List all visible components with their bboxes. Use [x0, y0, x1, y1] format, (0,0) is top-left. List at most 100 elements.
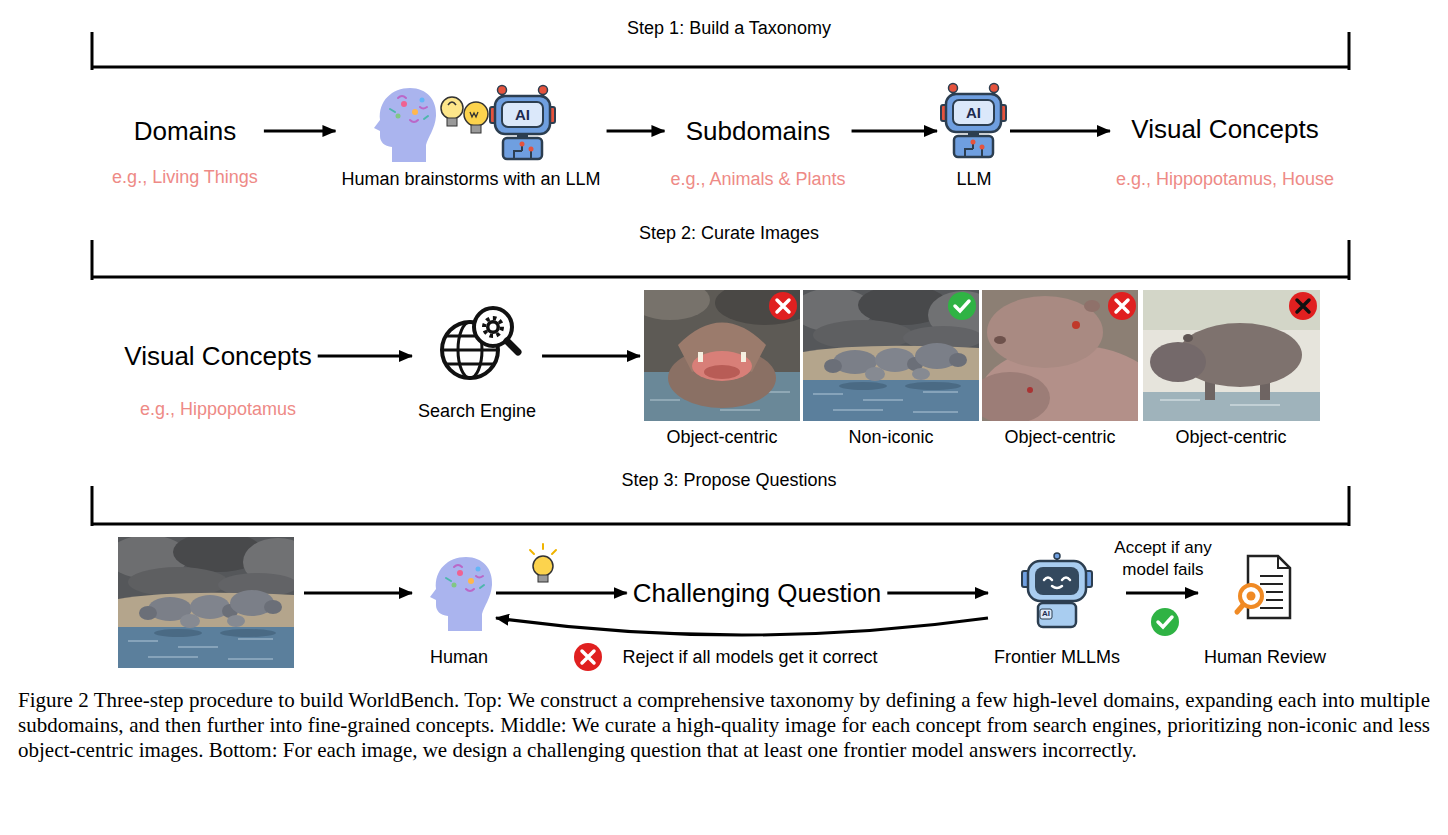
step-title: Step 1: Build a Taxonomy	[627, 17, 831, 39]
illustration-part	[987, 296, 1103, 368]
illustration-part	[948, 292, 976, 320]
node-title: Visual Concepts	[1131, 113, 1318, 146]
illustration-part	[484, 318, 502, 336]
node-subtitle: e.g., Animals & Plants	[670, 168, 845, 191]
node-title: Human Review	[1204, 646, 1326, 669]
step-bracket	[92, 32, 1349, 526]
brainstorm-icon	[374, 86, 555, 163]
illustration-part	[1289, 292, 1317, 320]
flow-arrow	[496, 618, 988, 635]
illustration-part	[1035, 567, 1079, 595]
flow-arrow	[1010, 130, 1110, 133]
illustration-part	[1028, 561, 1086, 601]
illustration-part	[486, 320, 500, 334]
illustration-part	[1038, 603, 1076, 627]
node-title: Visual Concepts	[124, 340, 311, 373]
illustration-part	[374, 88, 436, 162]
accept-mark	[948, 292, 976, 320]
illustration-part	[448, 102, 456, 105]
step-title: Step 3: Propose Questions	[621, 469, 836, 491]
illustration-part	[91, 486, 94, 526]
node-group: Search Engine	[416, 303, 538, 423]
illustration-part	[92, 66, 1349, 69]
node-group: Visual Concepts e.g., Hippopotamus	[122, 340, 313, 421]
llm-robot-icon	[941, 84, 1006, 158]
node-subtitle: e.g., Hippopotamus	[140, 398, 296, 421]
node-group: Domainse.g., Living Things	[110, 115, 260, 189]
hippo-photo	[1143, 290, 1320, 421]
hippo-photo	[982, 290, 1138, 421]
illustration-part	[91, 240, 94, 280]
illustration-part	[1054, 553, 1060, 559]
icon-text: AI	[966, 104, 981, 122]
accept-mark	[1151, 608, 1179, 636]
illustration-part	[1240, 585, 1262, 607]
human-icon	[430, 557, 492, 631]
idea-bulb	[530, 544, 556, 582]
flow-arrow	[496, 592, 627, 595]
search-engine-icon	[442, 308, 518, 378]
illustration-part	[948, 292, 976, 320]
node-title: Domains	[134, 115, 237, 148]
illustration-part	[1040, 609, 1052, 619]
node-title: Frontier MLLMs	[994, 646, 1120, 669]
reject-mark	[1108, 292, 1136, 320]
illustration-part	[1289, 292, 1317, 320]
illustration-part	[1160, 400, 1280, 405]
flow-arrow	[318, 355, 412, 358]
illustration-part	[1260, 576, 1283, 608]
illustration-part	[1237, 605, 1243, 612]
node-subtitle: e.g., Hippopotamus, House	[1116, 168, 1334, 191]
node-group: Human brainstorms with an LLM	[339, 85, 602, 191]
illustration-part	[582, 651, 594, 663]
illustration-part	[442, 349, 498, 352]
flow-arrow	[264, 130, 336, 133]
hippo-photo	[108, 532, 313, 668]
illustration-part	[471, 125, 481, 133]
illustration-part	[955, 301, 969, 311]
illustration-part	[698, 352, 703, 362]
illustration-part	[490, 324, 497, 331]
node-title: Human	[430, 646, 488, 669]
illustration-part	[1348, 240, 1351, 280]
illustration-part	[1116, 300, 1128, 312]
illustration-part	[1143, 392, 1320, 421]
illustration-part	[464, 102, 488, 126]
flow-arrow	[887, 592, 988, 595]
flow-arrow	[852, 130, 937, 133]
illustration-part	[1151, 608, 1179, 636]
human-review-icon	[1237, 556, 1290, 618]
figure-caption: Figure 2 Three-step procedure to build W…	[18, 688, 1430, 763]
flow-arrow	[542, 355, 640, 358]
illustration-part	[644, 290, 710, 320]
illustration-part	[715, 290, 800, 325]
reject-mark	[1289, 292, 1317, 320]
node-group: Human	[426, 556, 492, 669]
flow-arrow	[304, 592, 412, 595]
flow-arrow	[607, 130, 665, 133]
edge-label: Reject if all models get it correct	[618, 646, 881, 669]
illustration-part	[1027, 387, 1033, 393]
illustration-part	[1348, 32, 1351, 70]
node-group: Challenging Question	[631, 577, 884, 610]
illustration-part	[1278, 556, 1290, 568]
illustration-part	[1108, 292, 1136, 320]
illustration-part	[447, 118, 457, 126]
node-title: Object-centric	[1004, 426, 1115, 449]
illustration-part	[704, 365, 740, 379]
illustration-part	[994, 336, 1006, 344]
illustration-part	[769, 292, 797, 320]
illustration-part	[1044, 578, 1070, 589]
node-title: Non-iconic	[848, 426, 933, 449]
node-group: Subdomains e.g., Animals & Plants	[668, 115, 847, 191]
illustration-part	[777, 300, 789, 312]
illustration-part	[1084, 300, 1100, 312]
illustration-part	[441, 97, 488, 133]
illustration-part	[92, 276, 1349, 279]
node-title: Subdomains	[686, 115, 831, 148]
illustration-part	[769, 292, 797, 320]
illustration-part	[490, 86, 555, 160]
node-group: Object-centric	[982, 290, 1138, 449]
illustration-part	[1297, 300, 1309, 312]
